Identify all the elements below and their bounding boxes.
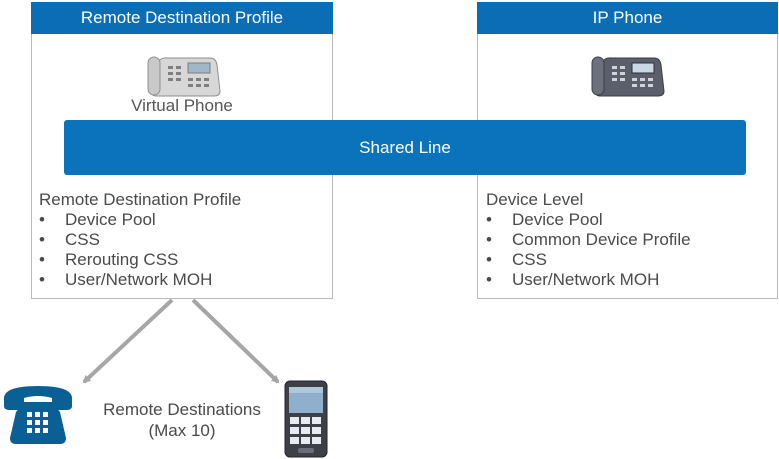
list-item-label: User/Network MOH: [65, 270, 213, 289]
bullet: •: [39, 210, 45, 229]
list-item: • Device Pool: [39, 210, 241, 230]
list-item: • Device Pool: [486, 210, 691, 230]
virtual-phone-desk-phone-icon: [147, 56, 221, 97]
list-item-label: Device Pool: [65, 210, 156, 229]
bullet: •: [486, 270, 492, 289]
rdp-settings-list: Remote Destination Profile •Device Pool …: [39, 190, 241, 290]
remote-destinations-title: Remote Destinations: [103, 400, 261, 419]
bullet: •: [39, 230, 45, 249]
arrow-to-mobile-phone: [191, 298, 280, 384]
list-item-label: CSS: [65, 230, 100, 249]
mobile-phone-icon: [284, 380, 328, 458]
list-item-label: Common Device Profile: [512, 230, 691, 249]
ip-phone-panel-header: IP Phone: [477, 2, 778, 34]
bullet: •: [486, 230, 492, 249]
arrow-to-desk-phone: [82, 298, 174, 384]
list-item-label: User/Network MOH: [512, 270, 660, 289]
telephone-icon: [3, 386, 73, 444]
remote-destinations-max: (Max 10): [148, 421, 216, 440]
bullet: •: [39, 270, 45, 289]
device-list-title: Device Level: [486, 190, 584, 209]
list-item: • Common Device Profile: [486, 230, 691, 250]
list-item: • User/Network MOH: [39, 270, 241, 290]
list-item: • CSS: [39, 230, 241, 250]
bullet: •: [39, 250, 45, 269]
bullet: •: [486, 250, 492, 269]
list-item-label: CSS: [512, 250, 547, 269]
list-item: • CSS: [486, 250, 691, 270]
list-item-label: Device Pool: [512, 210, 603, 229]
device-level-list: Device Level • Device Pool • Common Device…: [486, 190, 691, 290]
rdp-panel-header: Remote Destination Profile: [31, 2, 333, 34]
virtual-phone-label: Virtual Phone: [131, 96, 233, 115]
list-item: • Rerouting CSS: [39, 250, 241, 270]
ip-phone-desk-phone-icon: [591, 56, 665, 97]
bullet: •: [486, 210, 492, 229]
list-item: • User/Network MOH: [486, 270, 691, 290]
list-item-label: Rerouting CSS: [65, 250, 179, 269]
shared-line-bar: Shared Line: [64, 120, 746, 175]
remote-destinations-label: Remote Destinations (Max 10): [82, 399, 282, 441]
rdp-list-title: Remote Destination Profile: [39, 190, 242, 209]
